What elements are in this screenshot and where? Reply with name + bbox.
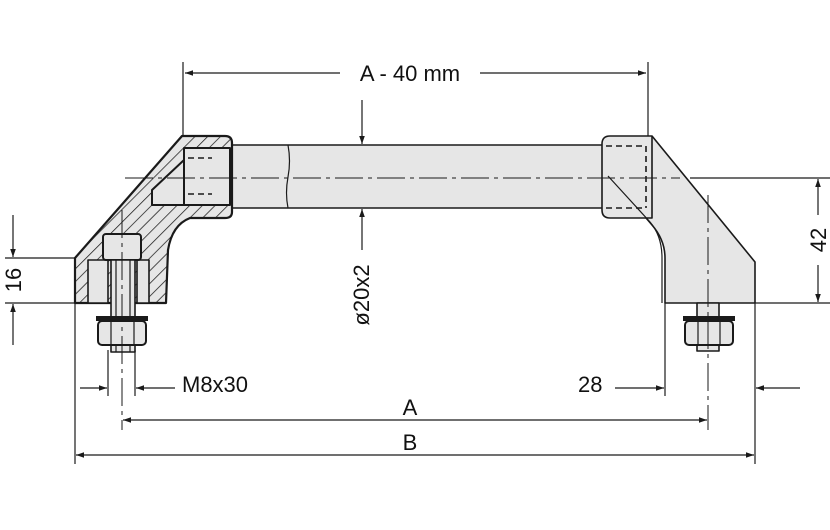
dim-base-height: 16	[1, 215, 26, 345]
dim-tube-diameter: ø20x2	[349, 100, 374, 326]
dim-label-height: 42	[806, 228, 830, 252]
dim-foot-width: 28	[578, 372, 800, 397]
dim-label-hole-spacing: A	[403, 395, 418, 420]
tube	[224, 144, 606, 209]
dim-label-overall-length: B	[403, 430, 418, 455]
dim-label-tube-diameter: ø20x2	[349, 264, 374, 325]
extension-lines	[5, 62, 830, 464]
dim-label-foot-width: 28	[578, 372, 602, 397]
dim-height: 42	[806, 179, 830, 302]
center-lines	[121, 177, 709, 430]
dim-overall-length: B	[76, 430, 754, 458]
left-bracket-section	[73, 134, 234, 305]
right-bracket	[601, 135, 756, 304]
dim-label-base-height: 16	[1, 268, 26, 292]
dim-label-tube-length: A - 40 mm	[360, 61, 460, 86]
right-nut	[683, 302, 735, 352]
dim-hole-spacing: A	[123, 395, 707, 423]
dim-screw: M8x30	[80, 372, 248, 397]
dim-tube-length: A - 40 mm	[185, 61, 646, 86]
dim-label-screw: M8x30	[182, 372, 248, 397]
